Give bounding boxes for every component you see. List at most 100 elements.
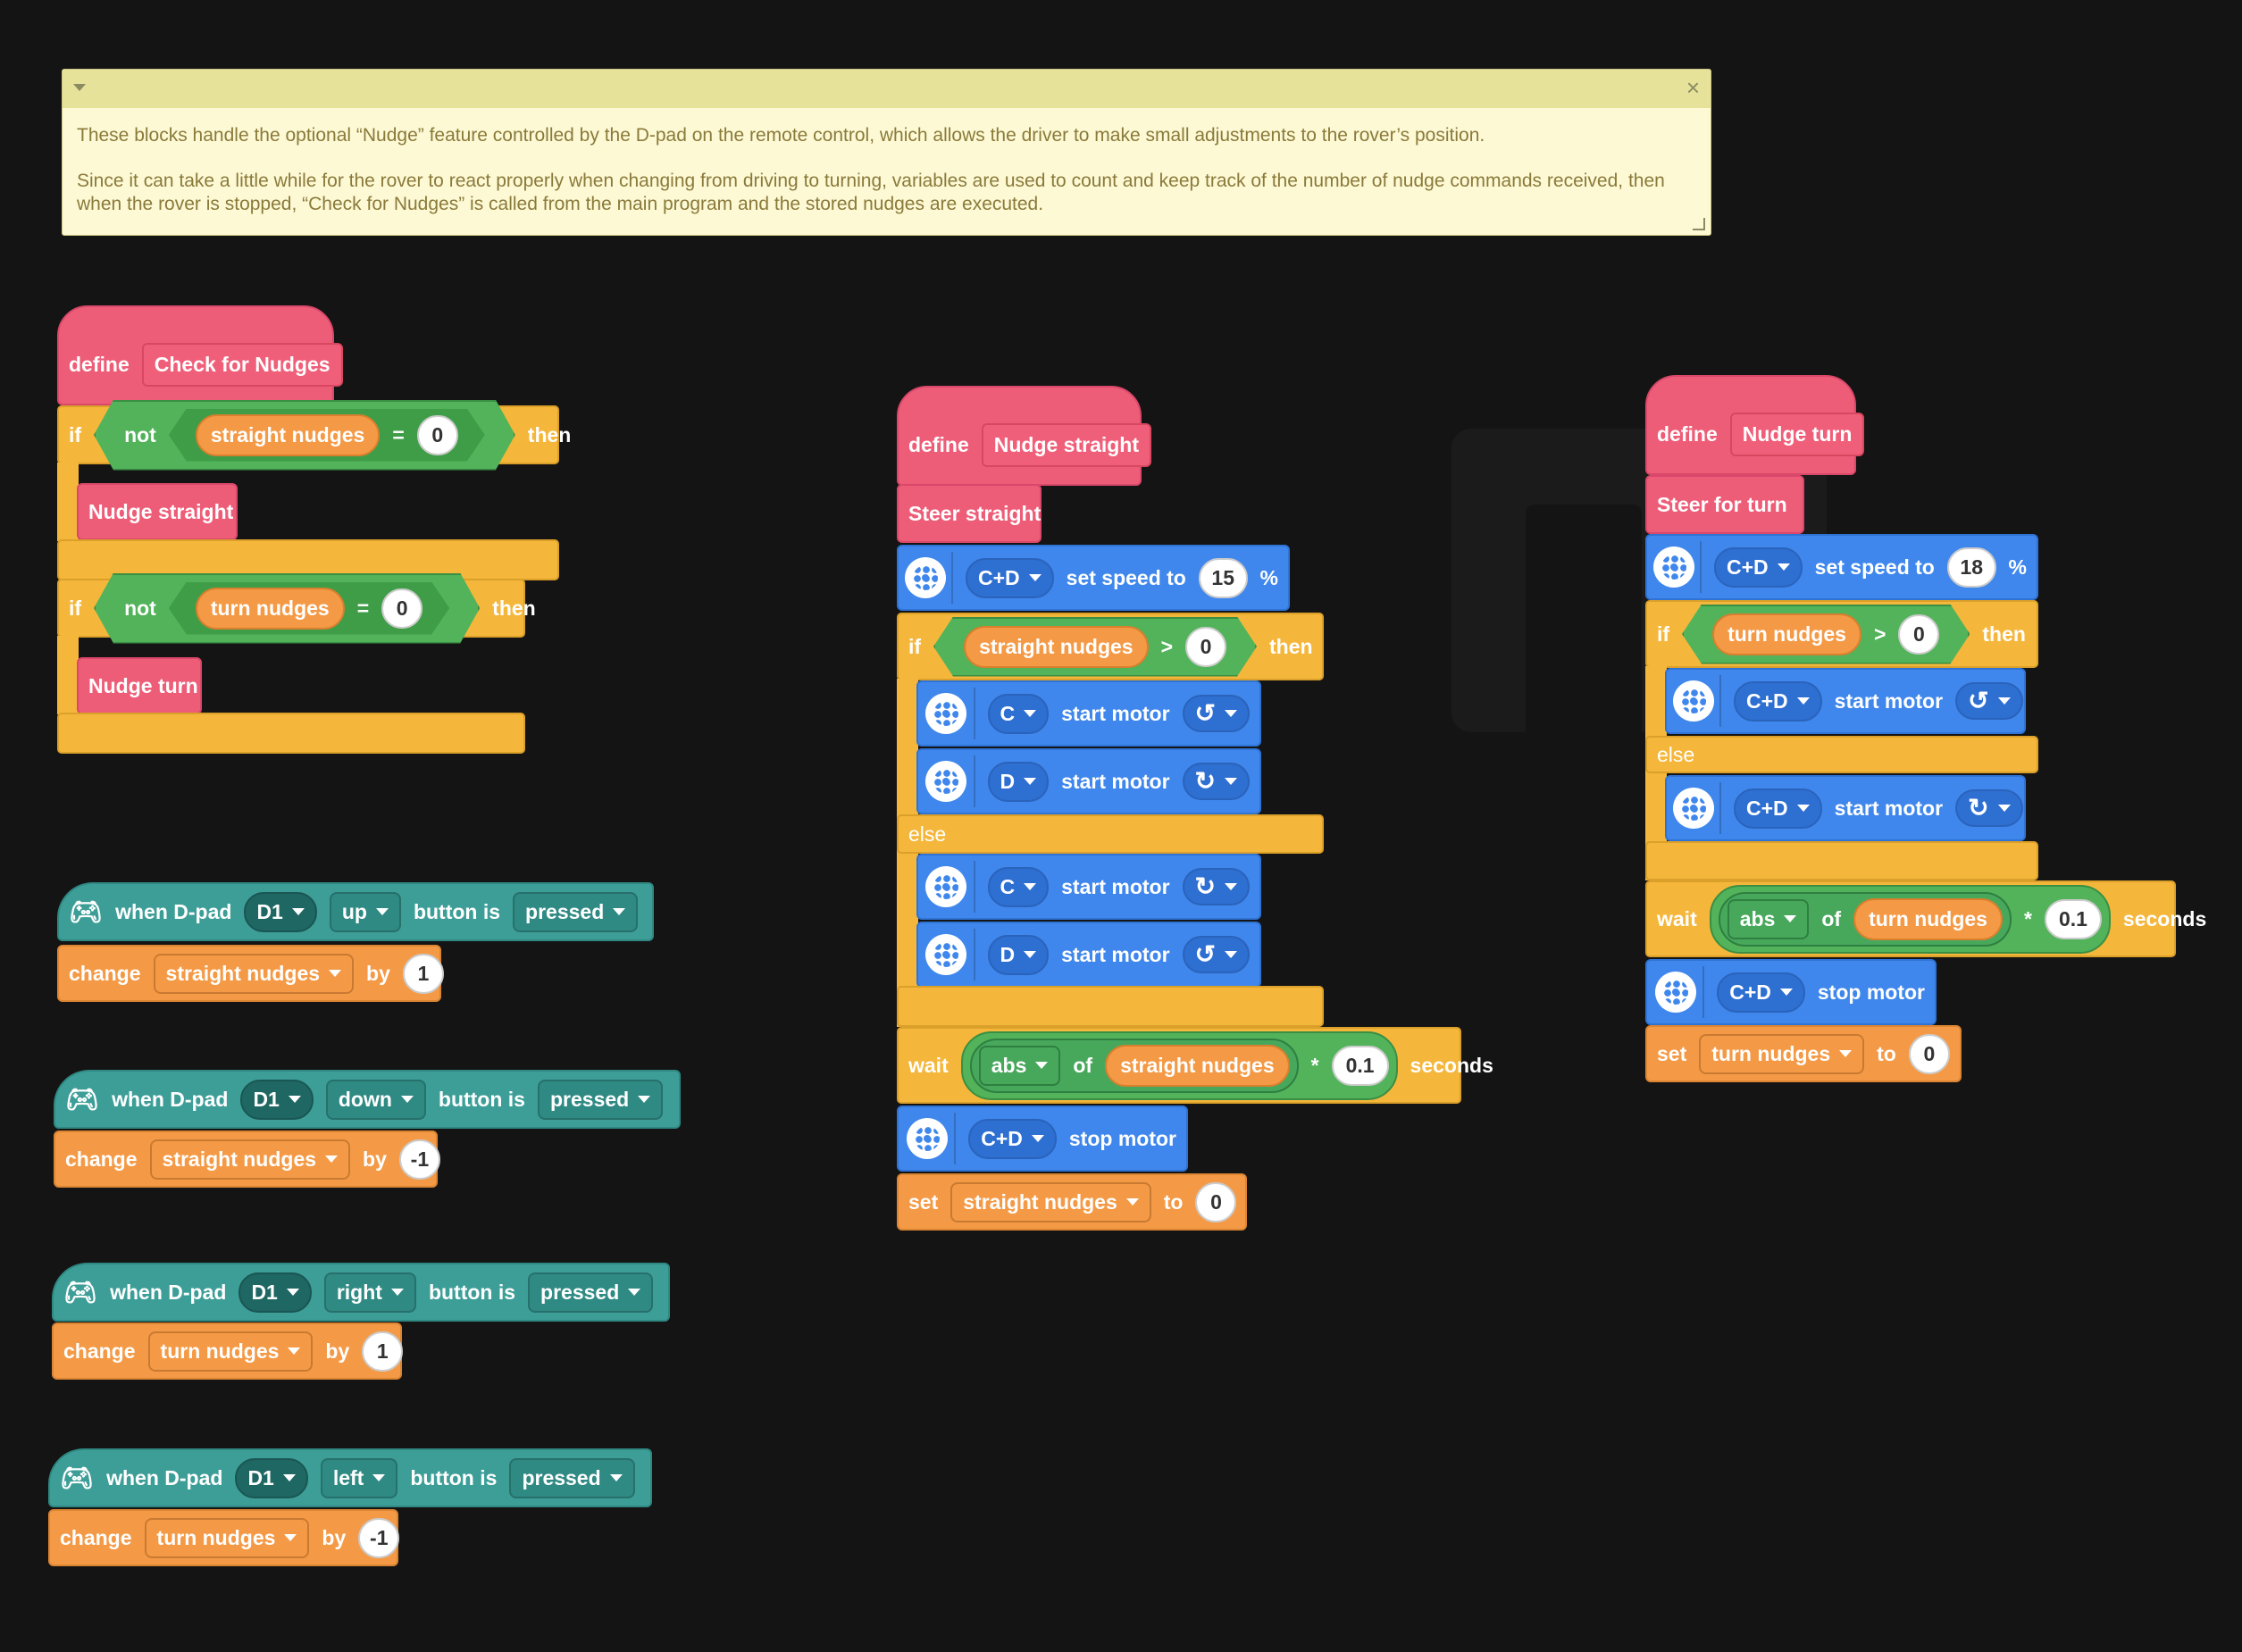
procedure-name[interactable]: Nudge turn (1729, 412, 1865, 456)
state-dropdown[interactable]: pressed (513, 891, 639, 932)
motor-port-dropdown[interactable]: C (987, 866, 1050, 907)
motor-port-dropdown[interactable]: C+D (968, 1118, 1057, 1159)
direction-dropdown[interactable]: ↻ (1182, 763, 1250, 800)
procedure-name[interactable]: Check for Nudges (141, 342, 343, 387)
collapse-icon[interactable] (73, 84, 86, 91)
greater-than-operator[interactable]: straight nudges>0 (933, 617, 1257, 677)
value-input[interactable]: 0 (417, 415, 458, 455)
variable-dropdown[interactable]: turn nudges (144, 1517, 310, 1558)
equals-operator[interactable]: turn nudges=0 (169, 582, 449, 635)
value-input[interactable]: 0 (1908, 1033, 1950, 1074)
port-dropdown[interactable]: D1 (235, 1457, 308, 1498)
motor-port-dropdown[interactable]: D (987, 934, 1050, 975)
value-input[interactable]: -1 (398, 1139, 440, 1180)
direction-dropdown[interactable]: ↺ (1182, 936, 1250, 973)
value-input[interactable]: -1 (358, 1517, 400, 1558)
port-dropdown[interactable]: D1 (238, 1272, 312, 1313)
direction-dropdown[interactable]: ↺ (1182, 695, 1250, 732)
value-input[interactable]: 0 (1195, 1181, 1237, 1222)
direction-dropdown[interactable]: ↻ (1955, 789, 2023, 827)
equals-operator[interactable]: straight nudges=0 (169, 409, 485, 462)
value-input[interactable]: 0.1 (2044, 898, 2102, 939)
call-steer-straight[interactable]: Steer straight (897, 484, 1042, 543)
value-input[interactable]: 0 (1185, 627, 1226, 667)
variable-dropdown[interactable]: straight nudges (149, 1139, 351, 1180)
variable-dropdown[interactable]: turn nudges (147, 1331, 314, 1372)
value-input[interactable]: 0.1 (1331, 1045, 1389, 1086)
call-nudge-straight[interactable]: Nudge straight (77, 483, 238, 540)
variable-dropdown[interactable]: straight nudges (950, 1181, 1151, 1222)
turn-nudges-reporter[interactable]: turn nudges (196, 588, 345, 630)
procedure-name[interactable]: Nudge straight (981, 422, 1152, 467)
value-input[interactable]: 0 (1898, 614, 1939, 655)
direction-dropdown[interactable]: right (323, 1272, 416, 1313)
turn-nudges-reporter[interactable]: turn nudges (1853, 897, 2003, 940)
call-nudge-turn[interactable]: Nudge turn (77, 657, 202, 714)
motor-port-dropdown[interactable]: C+D (1734, 680, 1822, 722)
state-dropdown[interactable]: pressed (509, 1457, 635, 1498)
straight-nudges-reporter[interactable]: straight nudges (1105, 1044, 1290, 1087)
variable-dropdown[interactable]: straight nudges (153, 953, 355, 994)
motor-port-dropdown[interactable]: D (987, 761, 1050, 802)
value-input[interactable]: 1 (402, 953, 444, 994)
speed-input[interactable]: 18 (1946, 546, 1996, 588)
close-icon[interactable]: × (1686, 74, 1700, 101)
comment-header[interactable]: × (63, 70, 1711, 108)
motor-port-dropdown[interactable]: C+D (1714, 546, 1803, 588)
direction-dropdown[interactable]: up (329, 891, 401, 932)
direction-dropdown[interactable]: down (325, 1079, 426, 1120)
direction-dropdown[interactable]: ↻ (1182, 868, 1250, 905)
motor-port-dropdown[interactable]: C+D (1717, 972, 1805, 1013)
port-dropdown[interactable]: D1 (244, 891, 317, 932)
function-dropdown[interactable]: abs (978, 1045, 1061, 1086)
motor-port-dropdown[interactable]: C+D (1734, 788, 1822, 829)
motor-port-dropdown[interactable]: C+D (966, 557, 1054, 598)
state-dropdown[interactable]: pressed (528, 1272, 654, 1313)
turn-nudges-reporter[interactable]: turn nudges (1712, 613, 1861, 655)
value-input[interactable]: 0 (381, 588, 422, 629)
straight-nudges-reporter[interactable]: straight nudges (196, 414, 381, 456)
function-dropdown[interactable]: abs (1727, 898, 1810, 939)
state-dropdown[interactable]: pressed (537, 1079, 664, 1120)
port-dropdown[interactable]: D1 (240, 1079, 314, 1120)
comment-note[interactable]: × These blocks handle the optional “Nudg… (62, 69, 1711, 236)
straight-nudges-reporter[interactable]: straight nudges (964, 626, 1149, 668)
speed-input[interactable]: 15 (1198, 557, 1248, 598)
call-steer-for-turn[interactable]: Steer for turn (1645, 475, 1804, 534)
